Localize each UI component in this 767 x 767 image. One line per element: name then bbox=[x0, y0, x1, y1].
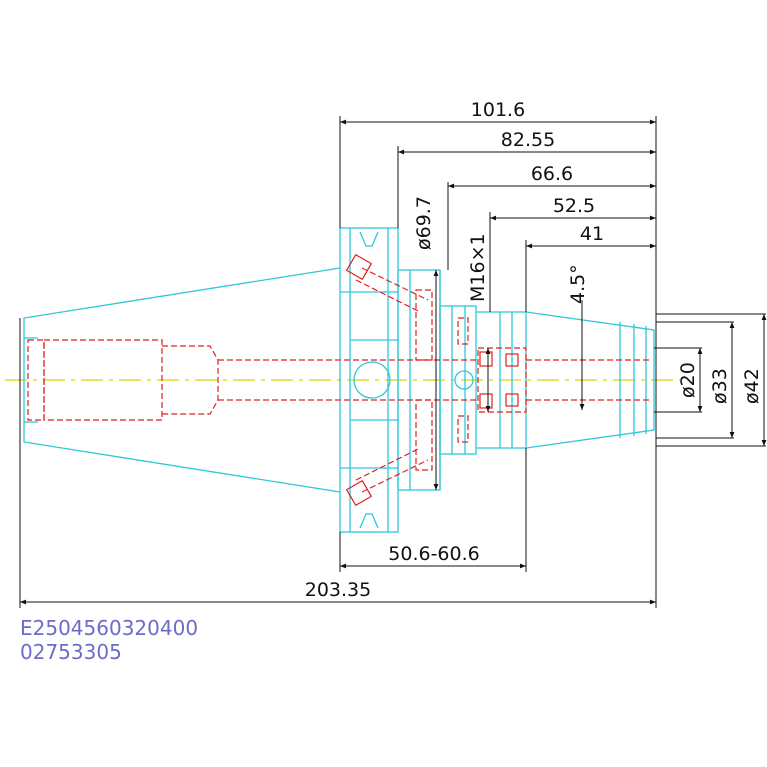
dim-203-35: 203.35 bbox=[305, 579, 371, 601]
dim-flange-dia: ø69.7 bbox=[413, 196, 435, 250]
holder-outline bbox=[23, 227, 655, 533]
dim-52-5: 52.5 bbox=[553, 195, 595, 217]
dim-101-6: 101.6 bbox=[471, 99, 525, 121]
dim-dia-20: ø20 bbox=[677, 362, 699, 398]
dim-dia-42: ø42 bbox=[741, 368, 763, 404]
part-code-primary: E2504560320400 bbox=[20, 616, 199, 640]
dim-dia-33: ø33 bbox=[709, 368, 731, 404]
dim-taper-angle: 4.5° bbox=[567, 264, 589, 304]
dim-41: 41 bbox=[580, 223, 604, 245]
dim-66-6: 66.6 bbox=[531, 163, 573, 185]
dim-50-6-60-6: 50.6-60.6 bbox=[388, 543, 479, 565]
dim-thread: M16×1 bbox=[467, 233, 489, 302]
dimension-lines bbox=[19, 116, 767, 608]
dim-82-55: 82.55 bbox=[501, 129, 555, 151]
part-codes: E2504560320400 02753305 bbox=[20, 616, 198, 664]
part-code-secondary: 02753305 bbox=[20, 640, 122, 664]
